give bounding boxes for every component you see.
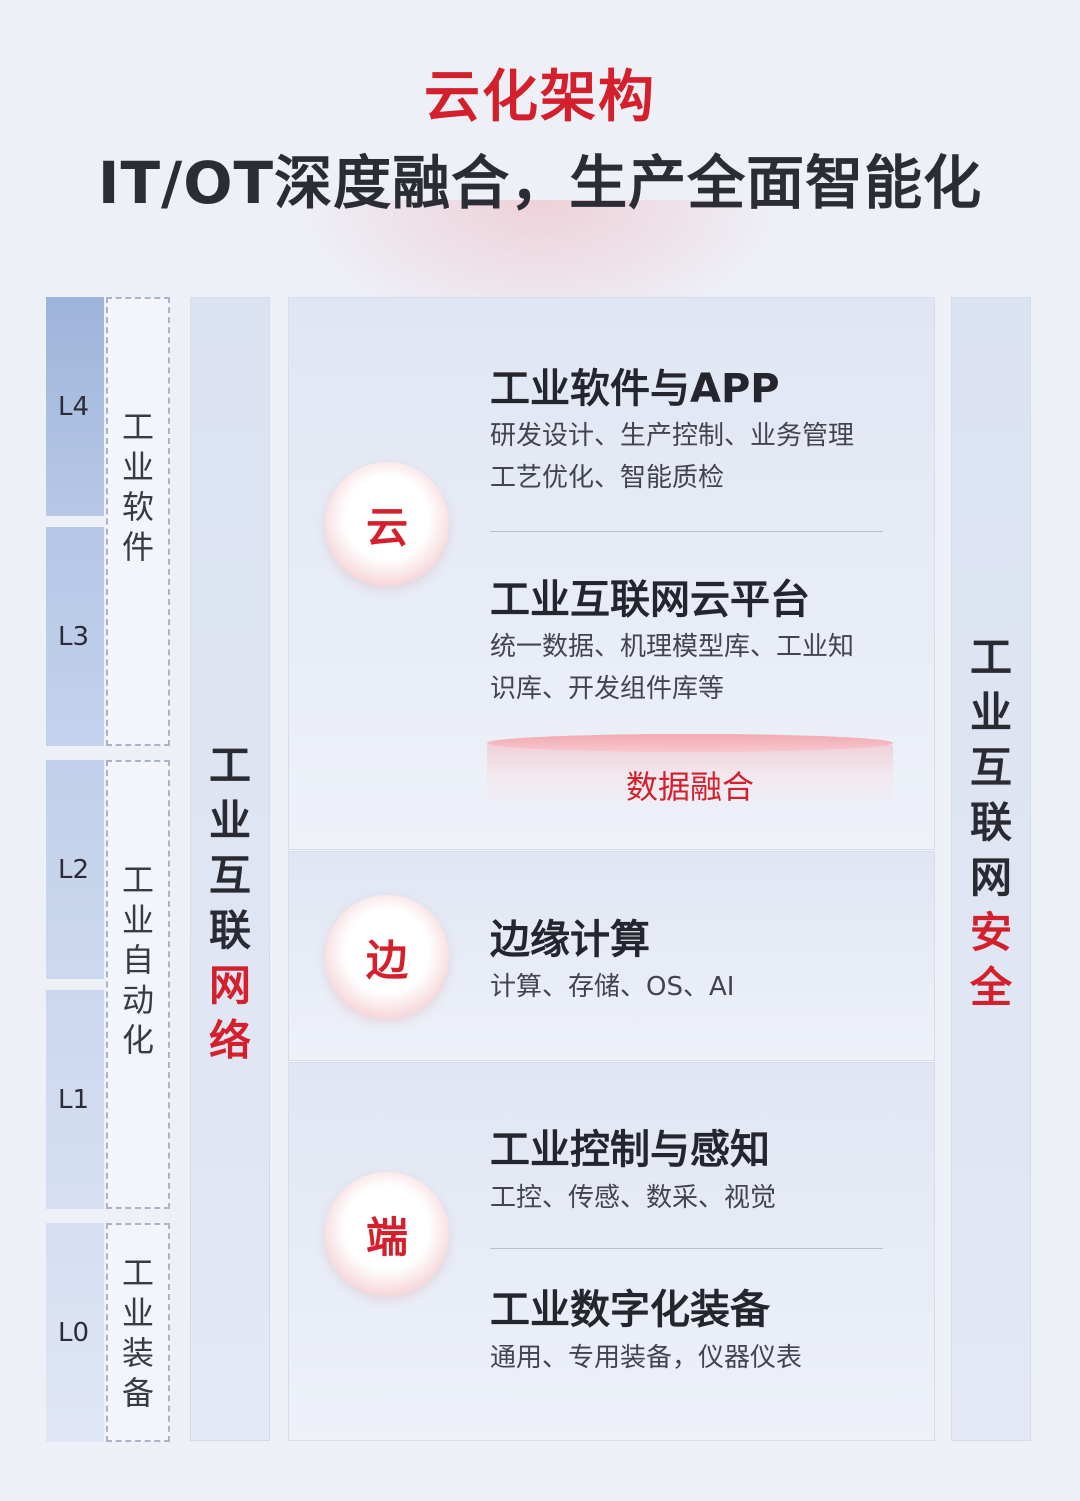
group-char: 工: [121, 860, 154, 899]
group-char: 动: [121, 980, 154, 1019]
security-char: 互: [969, 742, 1012, 792]
group-char: 工: [121, 1253, 154, 1292]
network-highlight-char: 络: [208, 1016, 251, 1065]
network-char: 互: [208, 851, 251, 900]
group-char: 自: [121, 940, 154, 979]
security-char: 联: [969, 797, 1012, 847]
end-divider: [490, 1248, 883, 1249]
cloud-badge: 云: [325, 462, 449, 586]
group-char: 软: [121, 487, 154, 526]
cloud-item-title: 工业软件与APP: [490, 366, 780, 412]
data-fusion-cylinder-top: [487, 734, 893, 752]
network-char: 联: [208, 906, 251, 955]
page-title: 云化架构: [424, 65, 656, 130]
cloud-divider: [490, 531, 883, 532]
end-item-desc: 通用、专用装备，仪器仪表: [490, 1343, 803, 1373]
group-char: 工: [121, 407, 154, 446]
edge-badge: 边: [325, 895, 449, 1019]
group-char: 件: [121, 527, 154, 566]
industrial-network-column: 工 业 互 联 网 络: [190, 297, 270, 1441]
edge-item-desc: 计算、存储、OS、AI: [490, 972, 735, 1002]
network-char: 工: [208, 741, 251, 790]
cloud-item-desc: 统一数据、机理模型库、工业知: [490, 632, 855, 662]
network-char: 业: [208, 796, 251, 845]
group-char: 装: [121, 1333, 154, 1372]
level-l0: L0: [46, 1223, 104, 1442]
cloud-item-desc: 研发设计、生产控制、业务管理: [490, 421, 855, 451]
group-char: 业: [121, 900, 154, 939]
cloud-item-title: 工业互联网云平台: [490, 577, 810, 623]
end-item-title: 工业控制与感知: [490, 1127, 770, 1173]
security-char: 业: [969, 687, 1012, 737]
page-subtitle: IT/OT深度融合，生产全面智能化: [97, 149, 983, 217]
group-char: 业: [121, 1293, 154, 1332]
end-item-title: 工业数字化装备: [490, 1287, 770, 1333]
group-char: 业: [121, 447, 154, 486]
end-item-desc: 工控、传感、数采、视觉: [490, 1183, 777, 1213]
group-industrial-equipment: 工 业 装 备: [106, 1223, 170, 1442]
group-industrial-software: 工 业 软 件: [106, 297, 170, 746]
network-highlight-char: 网: [208, 961, 251, 1010]
security-char: 网: [969, 852, 1012, 902]
level-l3: L3: [46, 527, 104, 746]
security-highlight-char: 安: [969, 907, 1012, 957]
level-l1: L1: [46, 990, 104, 1209]
security-highlight-char: 全: [969, 962, 1012, 1012]
level-l2: L2: [46, 760, 104, 979]
data-fusion-label: 数据融合: [625, 768, 754, 806]
level-l4: L4: [46, 297, 104, 516]
group-char: 化: [121, 1020, 154, 1059]
group-char: 备: [121, 1373, 154, 1412]
industrial-security-column: 工 业 互 联 网 安 全: [951, 297, 1031, 1441]
cloud-item-desc: 工艺优化、智能质检: [490, 463, 725, 493]
cloud-item-desc: 识库、开发组件库等: [490, 674, 725, 704]
end-badge: 端: [325, 1172, 449, 1296]
edge-item-title: 边缘计算: [490, 917, 650, 963]
group-industrial-automation: 工 业 自 动 化: [106, 760, 170, 1209]
security-char: 工: [969, 632, 1012, 682]
